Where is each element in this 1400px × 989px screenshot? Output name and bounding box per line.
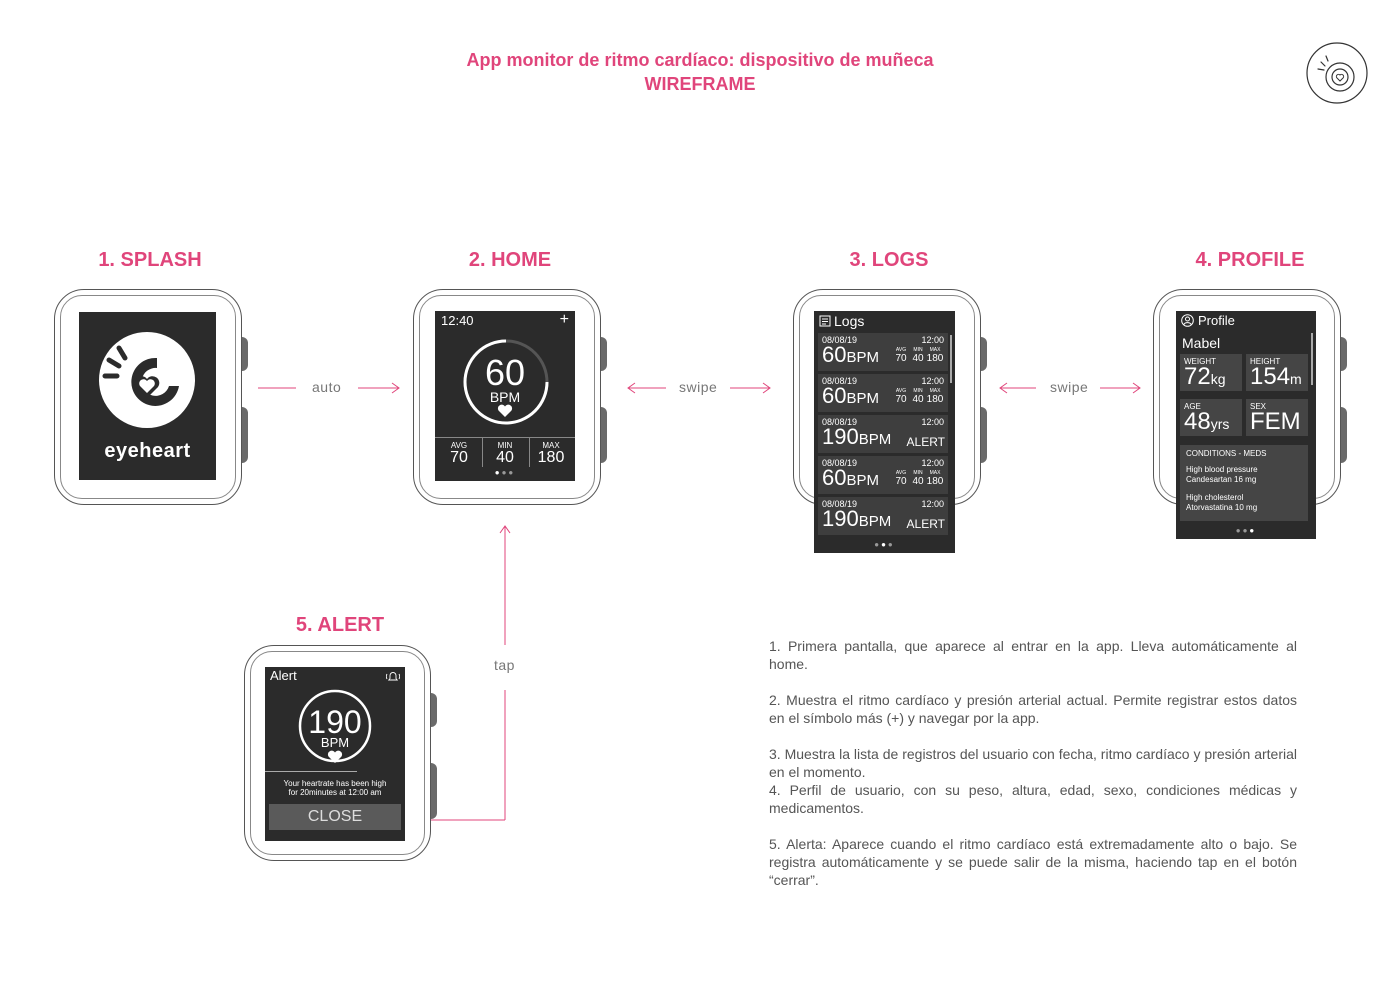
watch-crown <box>978 337 987 371</box>
home-clock: 12:40 <box>441 313 474 328</box>
eyeheart-logo-icon <box>99 332 195 428</box>
watch-side-button <box>428 763 437 819</box>
description-3: 3. Muestra la lista de registros del usu… <box>769 746 1297 780</box>
section-label-profile: 4. PROFILE <box>1195 249 1305 271</box>
log-item-alert[interactable]: 08/08/19 12:00 190BPM ALERT <box>818 497 948 535</box>
watch-crown <box>598 337 607 371</box>
add-reading-button[interactable]: + <box>559 311 569 328</box>
logs-title: Logs <box>834 313 865 329</box>
alert-bpm-unit: BPM <box>320 735 350 750</box>
section-label-splash: 1. SPLASH <box>98 249 202 271</box>
arrow-label-tap: tap <box>494 657 515 673</box>
home-bpm-unit: BPM <box>489 389 521 405</box>
section-label-logs: 3. LOGS <box>849 249 929 271</box>
arrow-label-swipe-1: swipe <box>679 379 718 395</box>
page-indicator: ●●● <box>874 540 895 549</box>
description-4: 4. Perfil de usuario, con su peso, altur… <box>769 782 1297 816</box>
profile-title: Profile <box>1198 313 1235 328</box>
section-label-home: 2. HOME <box>468 249 552 271</box>
profile-age: AGE 48yrs <box>1180 399 1242 436</box>
watch-crown <box>428 693 437 727</box>
profile-icon <box>1181 314 1194 327</box>
watch-crown <box>1338 337 1347 371</box>
profile-scrollbar[interactable] <box>1311 333 1313 385</box>
bell-icon <box>386 672 400 681</box>
arrow-label-swipe-2: swipe <box>1050 379 1089 395</box>
profile-name: Mabel <box>1182 335 1221 351</box>
page-indicator: ●●● <box>494 468 516 477</box>
heart-rate-ring <box>463 339 549 425</box>
watch-side-button <box>239 407 248 463</box>
arrow-label-auto: auto <box>312 379 342 395</box>
description-1: 1. Primera pantalla, que aparece al entr… <box>769 638 1297 672</box>
logs-scrollbar[interactable] <box>950 335 952 383</box>
profile-weight: WEIGHT 72kg <box>1180 354 1242 391</box>
log-item-alert[interactable]: 08/08/19 12:00 190BPM ALERT <box>818 415 948 453</box>
watch-crown <box>239 337 248 371</box>
watch-side-button <box>1338 407 1347 463</box>
profile-sex: SEX FEM <box>1246 399 1308 436</box>
profile-height: HEIGHT 154m <box>1246 354 1308 391</box>
description-2: 2. Muestra el ritmo cardíaco y presión a… <box>769 692 1297 726</box>
close-button[interactable]: CLOSE <box>269 804 401 830</box>
diagram-title: App monitor de ritmo cardíaco: dispositi… <box>466 50 934 70</box>
watch-side-button <box>978 407 987 463</box>
alert-message: Your heartrate has been high for 20minut… <box>283 779 387 797</box>
section-label-alert: 5. ALERT <box>295 614 385 636</box>
description-5: 5. Alerta: Aparece cuando el ritmo cardí… <box>769 836 1297 888</box>
home-bpm-value: 60 <box>484 352 526 393</box>
heart-icon <box>327 750 343 763</box>
splash-brand-name: eyeheart <box>104 440 191 462</box>
alert-title: Alert <box>270 668 297 683</box>
page-indicator: ●●● <box>1235 526 1257 535</box>
heart-icon <box>497 404 513 417</box>
logs-icon <box>819 315 831 327</box>
alert-screen: Alert 190 BPM Your heartrate has been hi… <box>265 667 405 841</box>
splash-screen[interactable]: eyeheart <box>79 312 216 480</box>
alert-bpm-value: 190 <box>308 704 362 740</box>
diagram-subtitle: WIREFRAME <box>644 74 756 94</box>
logo-mark-icon <box>1306 42 1368 104</box>
watch-side-button <box>598 407 607 463</box>
profile-screen: Profile Mabel WEIGHT 72kg HEIGHT 154m AG… <box>1176 311 1316 539</box>
